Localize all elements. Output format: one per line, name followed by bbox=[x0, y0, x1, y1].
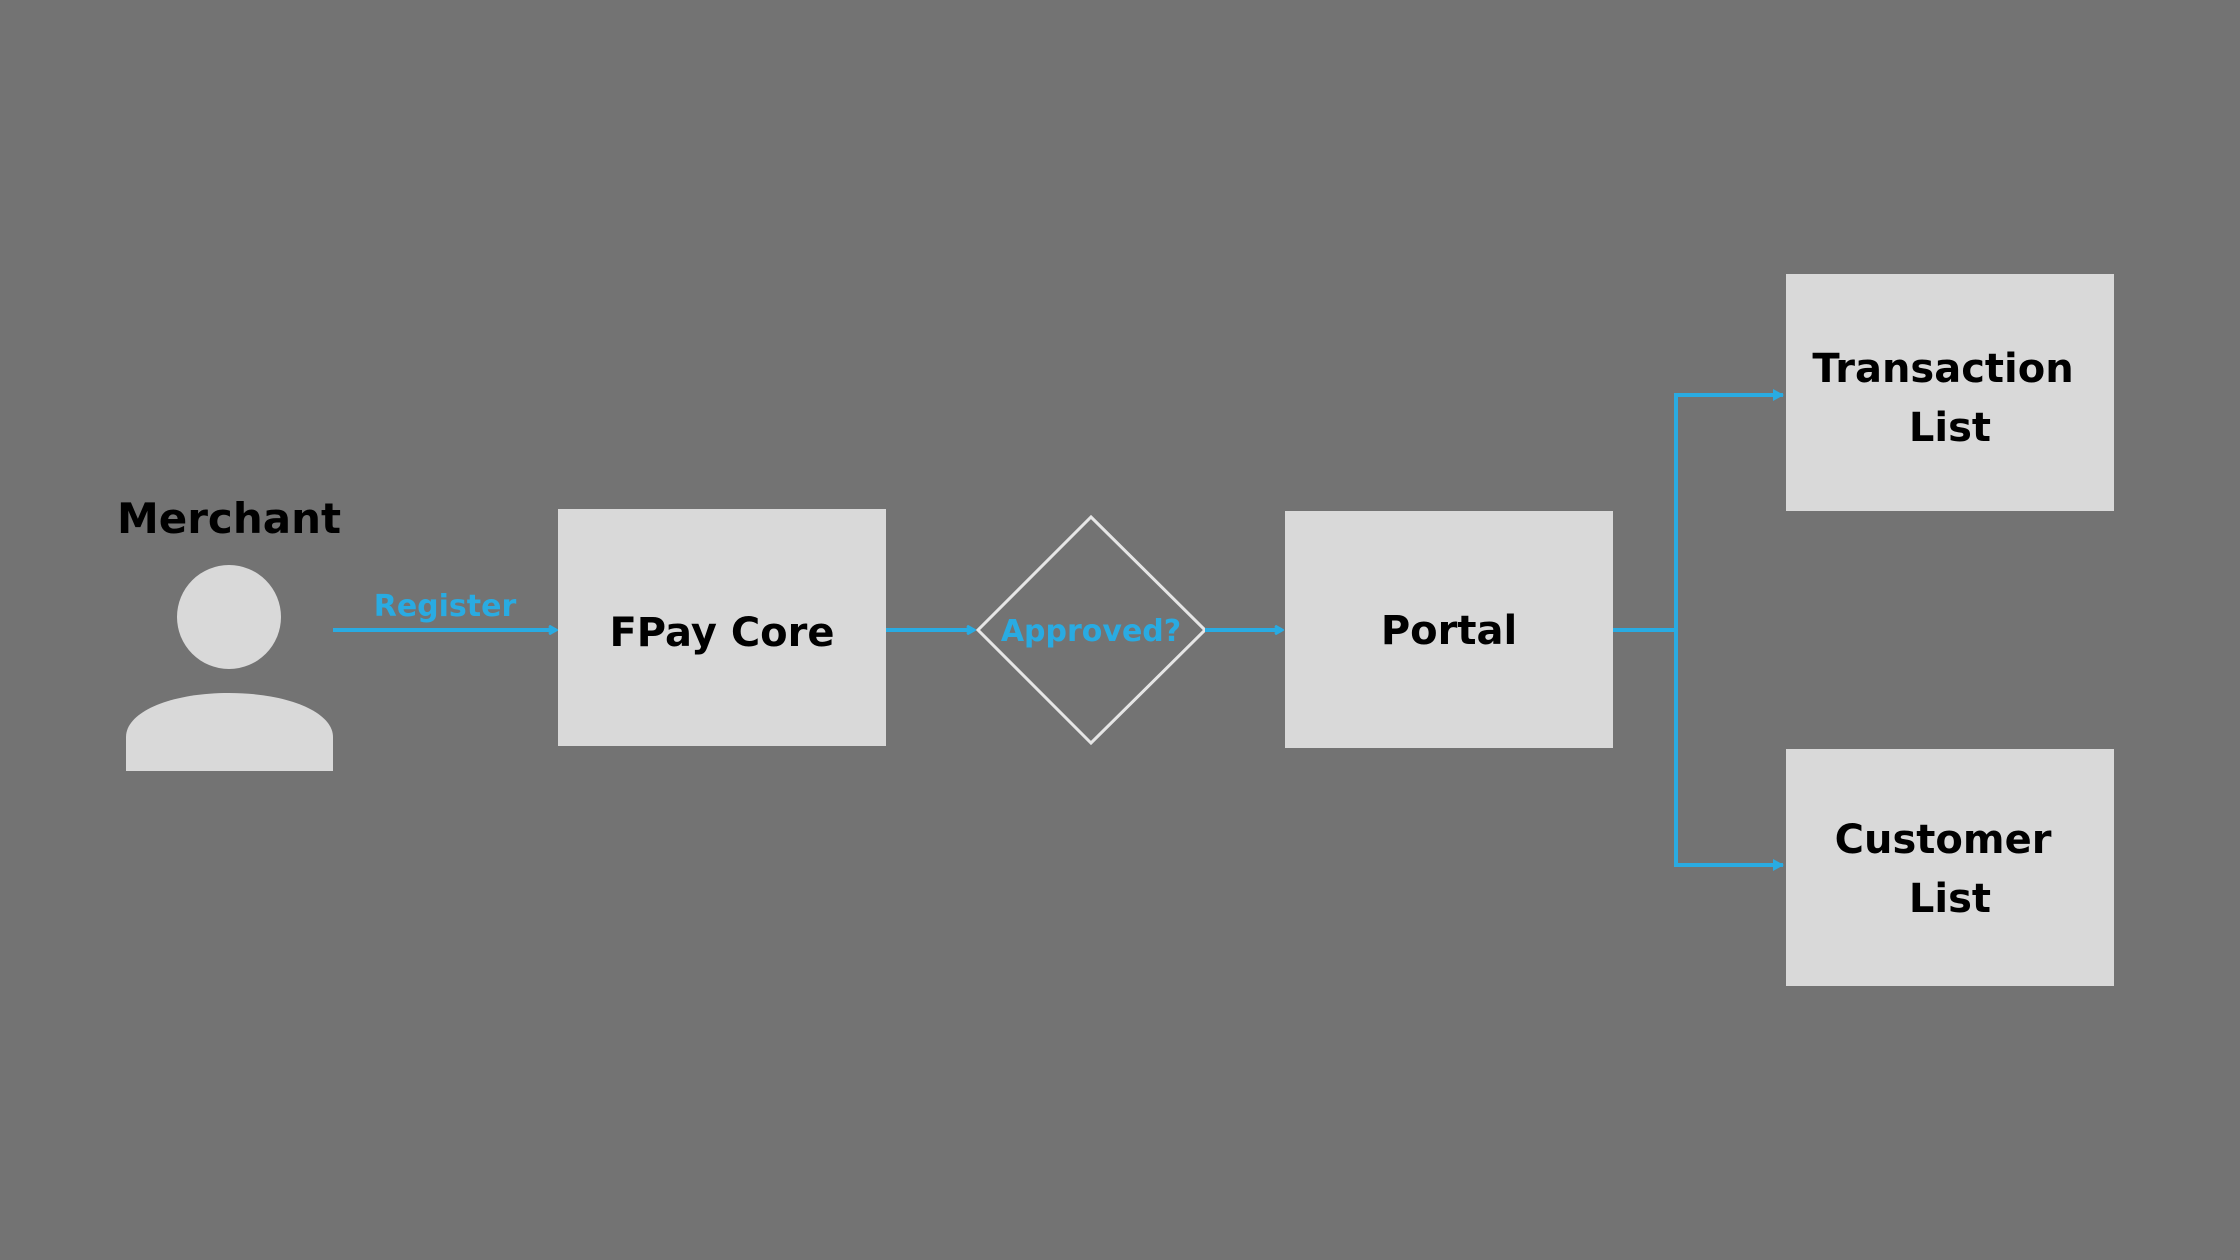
customer-list-label: Customer List bbox=[1835, 817, 2066, 922]
person-icon bbox=[126, 565, 333, 771]
register-edge-label: Register bbox=[374, 589, 517, 624]
portal-label: Portal bbox=[1381, 608, 1517, 654]
transaction-list-label: Transaction List bbox=[1812, 346, 2087, 451]
approved-decision-label: Approved? bbox=[1001, 614, 1181, 649]
customer-list-line-1: Customer bbox=[1835, 817, 2052, 863]
transaction-list-line-1: Transaction bbox=[1812, 346, 2073, 392]
portal-node: Portal bbox=[1285, 511, 1613, 748]
customer-list-line-2: List bbox=[1909, 876, 1991, 922]
fpay-core-node: FPay Core bbox=[558, 509, 886, 746]
merchant-label: Merchant bbox=[117, 494, 341, 543]
customer-list-node: Customer List bbox=[1786, 749, 2114, 986]
portal-branch-edges bbox=[1613, 389, 1784, 871]
fpay-core-label: FPay Core bbox=[609, 610, 834, 656]
transaction-list-line-2: List bbox=[1909, 405, 1991, 451]
register-edge: Register bbox=[333, 589, 556, 630]
transaction-list-node: Transaction List bbox=[1786, 274, 2114, 511]
merchant-actor: Merchant bbox=[117, 494, 341, 771]
approved-decision-node: Approved? bbox=[975, 514, 1208, 746]
